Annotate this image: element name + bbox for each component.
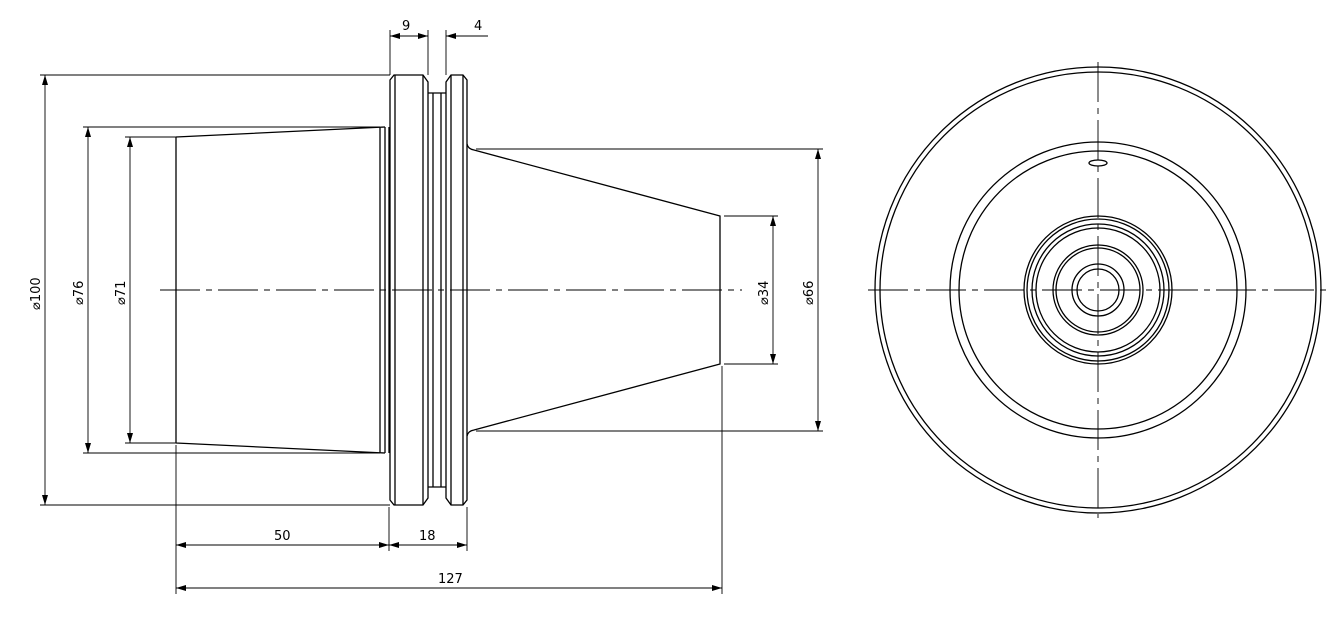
dim-label-50: 50 xyxy=(274,529,291,544)
flange-1-edges xyxy=(394,75,424,505)
dim-label-d100: ⌀100 xyxy=(29,277,44,310)
dim-label-9: 9 xyxy=(402,19,410,34)
flange-2 xyxy=(445,74,468,506)
extension-lines-top xyxy=(389,30,447,75)
side-view: 9 4 ⌀100 ⌀76 ⌀71 ⌀34 ⌀66 50 18 127 xyxy=(29,19,823,594)
dim-label-d34: ⌀34 xyxy=(757,281,772,305)
extension-lines-left xyxy=(40,74,390,506)
flange-2-edges xyxy=(450,75,464,505)
dim-label-18: 18 xyxy=(419,529,436,544)
body-outline xyxy=(175,126,386,454)
groove xyxy=(428,92,446,488)
extension-lines-right xyxy=(476,148,823,432)
dim-label-d76: ⌀76 xyxy=(72,281,87,305)
dim-label-127: 127 xyxy=(438,572,463,587)
end-view xyxy=(868,62,1328,518)
dim-label-d71: ⌀71 xyxy=(114,281,129,305)
dim-label-d66: ⌀66 xyxy=(802,281,817,305)
flange-1 xyxy=(389,74,429,506)
dim-label-4: 4 xyxy=(474,19,482,34)
extension-lines-bottom xyxy=(175,366,723,594)
body-shoulder xyxy=(379,127,390,453)
cone-outline xyxy=(466,143,721,437)
key-hole xyxy=(1088,159,1108,167)
